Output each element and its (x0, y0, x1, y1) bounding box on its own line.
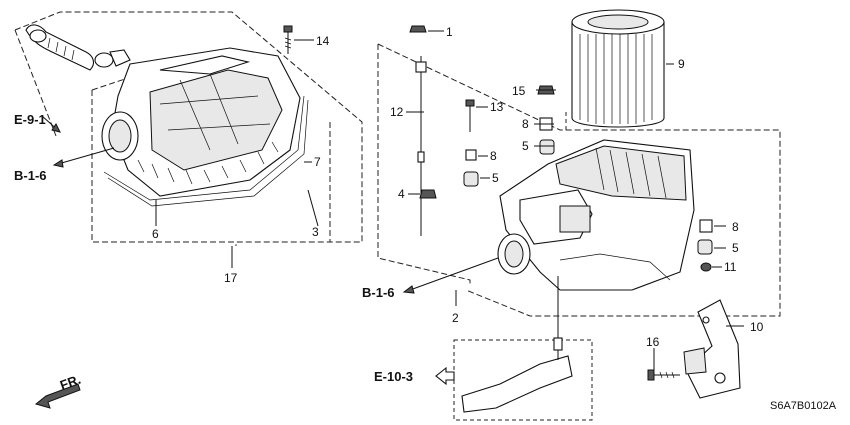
part-label-10: 10 (750, 320, 764, 334)
nut-11 (700, 262, 712, 272)
leader-lines (155, 30, 744, 370)
ref-e-9-1: E-9-1 (14, 112, 46, 127)
front-direction-label: FR. (58, 372, 83, 393)
intake-hose (25, 24, 131, 71)
part-label-15: 15 (512, 84, 526, 98)
air-cleaner-case (497, 139, 695, 291)
bolt-1 (409, 25, 427, 33)
lower-bracket-outline (453, 276, 593, 421)
ref-b-1-6-left: B-1-6 (14, 168, 47, 183)
part-label-9: 9 (678, 57, 685, 71)
grommet-5-a (463, 171, 479, 187)
dipstick-12 (415, 56, 427, 236)
reference-arrows (34, 115, 499, 409)
reference-labels: E-9-1 B-1-6 B-1-6 E-10-3 FR. S6A7B0102A (14, 112, 837, 412)
part-label-5-c: 5 (732, 241, 739, 255)
bolt-16 (647, 369, 680, 381)
bolt-14 (283, 25, 293, 54)
part-label-16: 16 (646, 335, 660, 349)
part-label-12: 12 (390, 105, 404, 119)
part-label-8-a: 8 (490, 149, 497, 163)
part-label-8-b: 8 (522, 117, 529, 131)
part-label-3: 3 (312, 225, 319, 239)
part-label-13: 13 (490, 100, 504, 114)
gasket (103, 95, 309, 207)
air-filter-element (571, 9, 665, 128)
left-assembly-outline (14, 11, 363, 246)
part-label-11: 11 (724, 260, 737, 274)
part-label-2: 2 (452, 311, 459, 325)
right-assembly-outline (377, 43, 781, 317)
grommet-5-c (697, 239, 713, 255)
part-label-6: 6 (152, 227, 159, 241)
grommet-5-b (539, 139, 555, 155)
bolt-13 (465, 99, 475, 132)
bracket-10 (683, 299, 741, 399)
part-label-7: 7 (314, 155, 321, 169)
ref-b-1-6-bottom: B-1-6 (362, 285, 395, 300)
part-label-4: 4 (398, 187, 405, 201)
part-label-17: 17 (224, 271, 238, 285)
air-cleaner-cover (101, 47, 301, 197)
part-label-1: 1 (446, 25, 453, 39)
collar-8-c (699, 219, 713, 233)
part-labels: 1 2 3 4 5 5 5 5 6 7 8 8 8 9 10 11 12 13 … (152, 25, 764, 349)
part-label-5-b: 5 (522, 139, 529, 153)
diagram-code: S6A7B0102A (770, 400, 837, 412)
nut-4 (419, 189, 437, 199)
part-label-14: 14 (316, 34, 330, 48)
ref-e-10-3: E-10-3 (374, 369, 413, 384)
collar-8-a (465, 149, 477, 161)
part-label-8-c: 8 (732, 220, 739, 234)
part-label-5-a: 5 (492, 171, 499, 185)
